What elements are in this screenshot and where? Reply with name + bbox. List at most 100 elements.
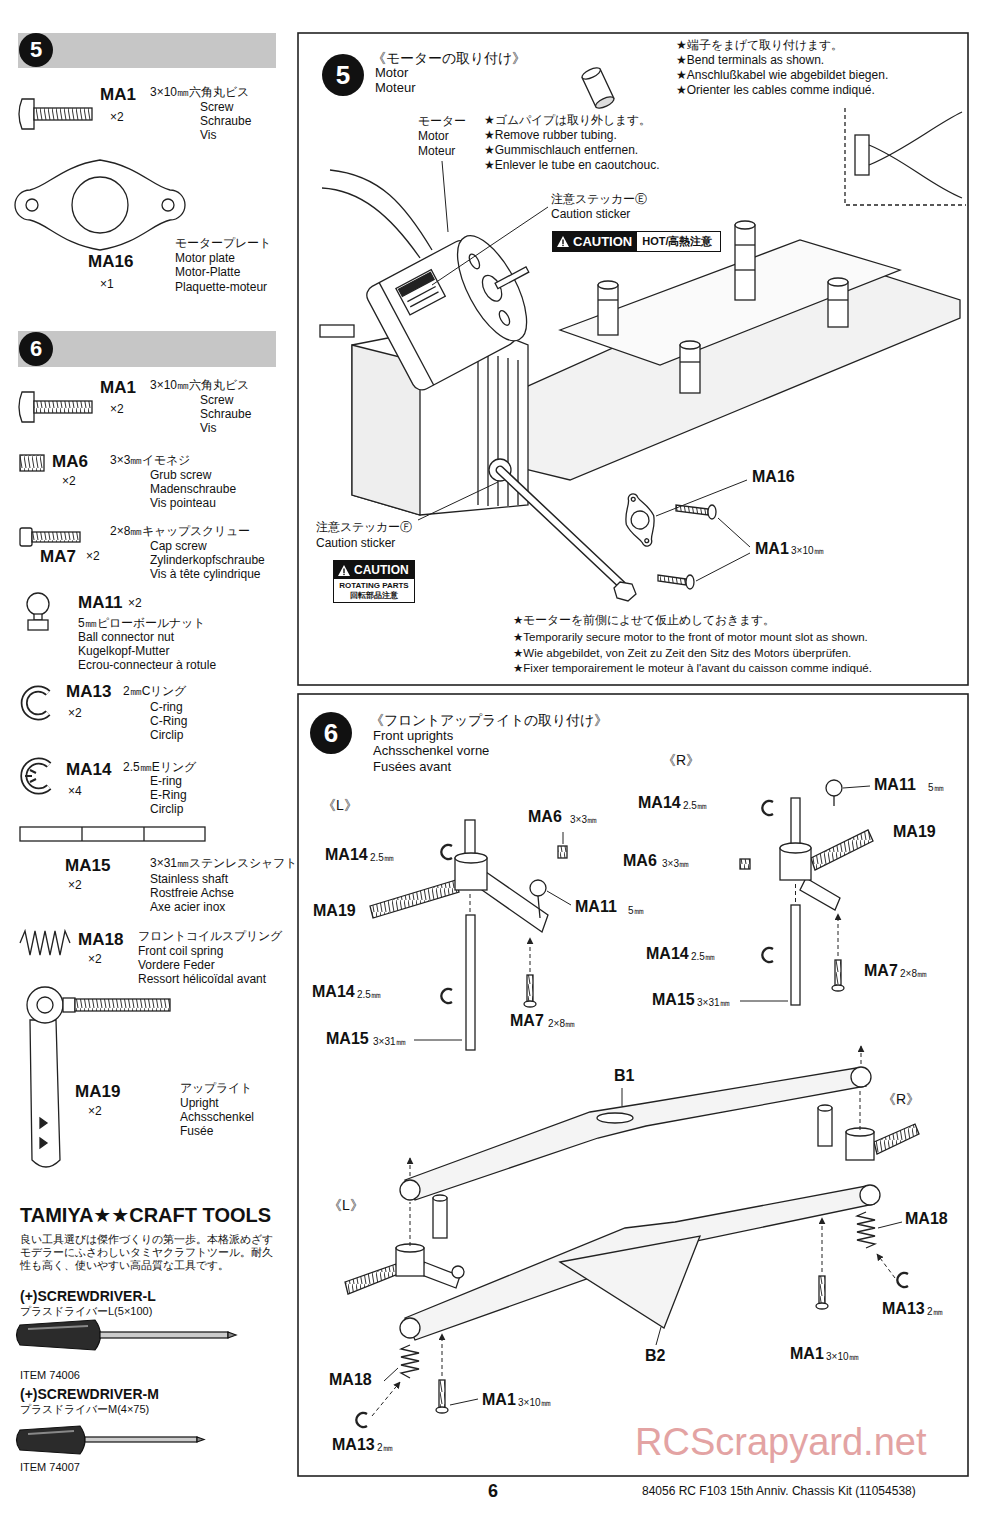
part-drawing xyxy=(20,455,44,471)
caption-text: ★Remove rubber tubing. xyxy=(484,129,617,143)
motor-assembly xyxy=(735,221,755,229)
part-code: B2 xyxy=(645,1347,665,1365)
dimension: 3×3㎜ xyxy=(662,858,689,870)
dimension: 3×31㎜ xyxy=(373,1036,406,1048)
part-drawing xyxy=(20,528,32,546)
panel-frame xyxy=(298,694,968,1476)
panel-frame xyxy=(298,33,968,685)
motor-assembly xyxy=(644,538,649,543)
screwdriver-drawing xyxy=(228,1332,236,1338)
front-suspension xyxy=(762,948,773,962)
part-code: MA7 xyxy=(510,1012,544,1030)
part-drawing xyxy=(24,761,49,791)
part-drawing xyxy=(20,827,205,841)
part-drawing xyxy=(25,770,36,782)
part-code: MA14 xyxy=(325,846,368,864)
leader-line xyxy=(384,161,902,1405)
motor-assembly xyxy=(363,218,554,393)
caption-text: ★Temporarily secure motor to the front o… xyxy=(513,631,868,644)
motor-assembly xyxy=(467,252,482,270)
leader-line xyxy=(696,553,750,581)
caption-text: Vis pointeau xyxy=(150,497,216,511)
step-number: 5 xyxy=(19,33,53,67)
caption-text: Ecrou-connecteur à rotule xyxy=(78,659,216,673)
part-code: MA16 xyxy=(88,252,133,272)
caption-text: Achsschenkel xyxy=(180,1111,254,1125)
node-text: HOT/高熱注意 xyxy=(637,232,717,251)
caption-text: Screw xyxy=(200,101,233,115)
caption-text: モータープレート xyxy=(175,237,271,251)
caption-text: プラスドライバーL(5×100) xyxy=(20,1305,152,1318)
caption-text: Circlip xyxy=(150,803,183,817)
part-code: MA7 xyxy=(864,962,898,980)
caption-text: Screw xyxy=(200,394,233,408)
caption-text: Vis xyxy=(200,422,216,436)
motor-assembly xyxy=(680,345,700,393)
caption-text: Schraube xyxy=(200,115,251,129)
caption-text: 2×8㎜キャップスクリュー xyxy=(110,525,250,539)
assembly-arrow xyxy=(410,1158,411,1176)
part-code: MA7 xyxy=(40,547,76,567)
caption-text: ★Gummischlauch entfernen. xyxy=(484,144,638,158)
part-drawing xyxy=(30,1020,60,1167)
part-code: MA15 xyxy=(652,991,695,1009)
part-code: MA1 xyxy=(790,1345,824,1363)
leader-line xyxy=(718,518,750,547)
caption-text: 3×31㎜ステンレスシャフト xyxy=(150,857,297,871)
part-code: MA18 xyxy=(905,1210,948,1228)
motor-assembly xyxy=(618,490,662,551)
caption-text: ★Anschlußkabel wie abgebildet biegen. xyxy=(676,69,888,83)
caption-text: ★Wie abgebildet, von Zeit zu Zeit den Si… xyxy=(513,647,851,660)
screwdriver-drawing xyxy=(28,1326,88,1329)
part-drawing xyxy=(15,160,185,250)
caption-text: Grub screw xyxy=(150,469,211,483)
caption-text: Cap screw xyxy=(150,540,207,554)
caption-text: アップライト xyxy=(180,1082,252,1096)
motor-assembly xyxy=(618,490,662,551)
motor-assembly xyxy=(500,470,622,585)
caption-text: ITEM 74007 xyxy=(20,1461,80,1474)
part-drawing xyxy=(34,401,92,413)
step-number: 5 xyxy=(322,54,364,96)
dimension: 2.5㎜ xyxy=(357,989,381,1001)
leader-line xyxy=(442,161,448,232)
motor-assembly xyxy=(407,287,435,302)
front-suspension xyxy=(405,1186,874,1340)
front-suspension xyxy=(897,1273,908,1287)
dimension: 3×10㎜ xyxy=(791,545,824,557)
part-code: MA19 xyxy=(893,823,936,841)
caption-text: ★モーターを前側によせて仮止めしておきます。 xyxy=(513,614,775,627)
node-text: ROTATING PARTS 回転部品注意 xyxy=(334,579,414,602)
part-drawing xyxy=(28,620,48,630)
caption-text: Fusée xyxy=(180,1125,213,1139)
assembly-arrow xyxy=(470,893,471,912)
part-drawing xyxy=(72,177,128,233)
terminal-detail xyxy=(845,108,966,205)
dimension: 2×8㎜ xyxy=(900,968,927,980)
front-suspension xyxy=(857,1212,875,1248)
caption-text: 《フロントアップライトの取り付け》 xyxy=(370,712,608,728)
part-drawing xyxy=(26,199,38,211)
part-code: (+)SCREWDRIVER-L xyxy=(20,1288,156,1304)
warning-triangle xyxy=(343,573,344,574)
motor-assembly xyxy=(828,282,848,327)
caption-text: Moteur xyxy=(375,81,415,96)
motor-assembly xyxy=(560,240,900,365)
part-code: MA18 xyxy=(78,930,123,950)
caption-text: ×2 xyxy=(68,707,82,721)
part-drawing xyxy=(20,931,70,955)
part-code: TAMIYA★★CRAFT TOOLS xyxy=(20,1204,271,1227)
dimension: 2㎜ xyxy=(377,1442,393,1454)
front-suspension xyxy=(452,1266,464,1278)
front-suspension xyxy=(832,985,844,991)
caption-text: Vis à tête cylindrique xyxy=(150,568,261,582)
leader-line xyxy=(547,891,571,905)
front-suspension xyxy=(441,845,452,859)
caption-text: ★ゴムパイプは取り外します。 xyxy=(484,114,651,128)
caption-text: Axe acier inox xyxy=(150,901,225,915)
part-drawing xyxy=(34,108,92,120)
front-suspension xyxy=(439,1380,445,1409)
part-code: MA1 xyxy=(100,378,136,398)
part-drawing xyxy=(63,998,75,1012)
